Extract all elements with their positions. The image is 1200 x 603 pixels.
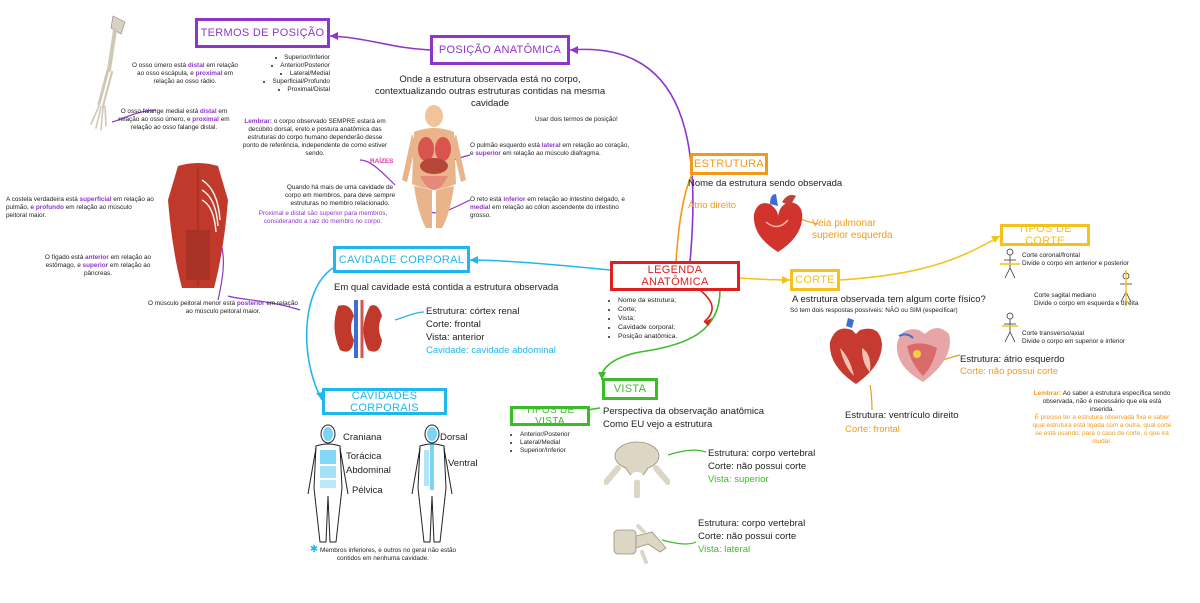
vista-node[interactable]: VISTA	[602, 378, 658, 400]
cavidades-corporais-node[interactable]: CAVIDADES CORPORAIS	[322, 388, 447, 415]
body-cavities-illustration	[307, 424, 453, 543]
cavidade-ex-corte: Corte: frontal	[426, 319, 481, 330]
muscular-torso-illustration	[168, 163, 228, 288]
ex-reto: O reto está inferior em relação ao intes…	[470, 196, 625, 219]
vista-ex1-corte: Corte: não possui corte	[708, 461, 807, 472]
termo-item: Superior/Inferior	[246, 54, 330, 62]
legenda-item: Posição anatômica.	[618, 332, 738, 341]
asterisk-icon: ✱	[309, 544, 319, 555]
posicao-desc: Onde a estrutura observada está no corpo…	[374, 74, 606, 109]
legenda-item: Corte;	[618, 305, 738, 314]
legenda-item: Vista;	[618, 314, 738, 323]
vista-desc-2: Como EU vejo a estrutura	[603, 419, 713, 430]
corte-sub: Só tem dois respostas possíveis: NÃO ou …	[790, 307, 958, 314]
vista-tipo-item: Anterior/Posterior	[520, 431, 610, 439]
lembrar-posicao: Lembrar: o corpo observado SEMPRE estará…	[242, 118, 388, 157]
tipos-vista-node[interactable]: TIPOS DE VISTA	[510, 405, 590, 427]
corte-desc: A estrutura observada tem algum corte fí…	[792, 294, 986, 305]
abdominal-label: Abdominal	[346, 465, 391, 476]
vista-tipo-item: Superior/Inferior	[520, 447, 610, 455]
cavidade-corporal-node[interactable]: CAVIDADE CORPORAL	[333, 246, 470, 273]
vista-tipo-item: Lateral/Medial	[520, 439, 610, 447]
dorsal-label: Dorsal	[440, 432, 468, 443]
kidney-illustration	[334, 300, 382, 358]
termo-item: Proximal/Distal	[246, 86, 330, 94]
raizes-label: RAÍZES	[370, 158, 394, 165]
posicao-note: Usar dois termos de posição!	[535, 116, 618, 123]
proximal-note: Proximal e distal são superior para memb…	[258, 210, 388, 225]
ex-pulmao: O pulmão esquerdo está lateral em relaçã…	[470, 142, 630, 157]
ex-falange: O osso falange medial está distal em rel…	[118, 108, 230, 131]
lembrar-corte: Lembrar: Ao saber a estrutura específica…	[1032, 390, 1172, 445]
ex-costela: A costela verdadeira está superficial em…	[6, 196, 154, 219]
corte-ex2-corte: Corte: frontal	[845, 424, 900, 435]
quando-text: Quando há mais de uma cavidade de corpo …	[284, 184, 396, 207]
cavidade-ex-cavidade: Cavidade: cavidade abdominal	[426, 345, 556, 356]
legenda-anatomica-node[interactable]: LEGENDA ANATÔMICA	[610, 261, 740, 291]
vista-ex2-corte: Corte: não possui corte	[698, 531, 797, 542]
cavidade-desc: Em qual cavidade está contida a estrutur…	[334, 282, 559, 293]
legenda-item: Cavidade corporal;	[618, 323, 738, 332]
posicao-anatomica-node[interactable]: POSIÇÃO ANATÔMICA	[430, 35, 570, 65]
cavidade-ex-vista: Vista: anterior	[426, 332, 485, 343]
vista-ex2-vista: Vista: lateral	[698, 544, 751, 555]
vista-ex2-estrutura: Estrutura: corpo vertebral	[698, 518, 806, 529]
veia-pulmonar-label: Veia pulmonar superior esquerda	[812, 218, 893, 241]
vertebra-superior-illustration	[604, 441, 670, 498]
craniana-label: Craniana	[343, 432, 382, 443]
legenda-item: Nome da estrutura;	[618, 296, 738, 305]
corte-node[interactable]: CORTE	[790, 269, 840, 291]
tipos-vista-items: Anterior/Posterior Lateral/Medial Superi…	[510, 431, 610, 455]
termo-item: Anterior/Posterior	[246, 62, 330, 70]
vertebra-lateral-illustration	[613, 524, 667, 564]
arm-skeleton-illustration	[90, 15, 126, 131]
heart-frontal-illustration	[896, 328, 950, 382]
plane-figures-illustration	[1000, 248, 1132, 343]
heart-section-illustration	[829, 318, 882, 384]
ex-peitoral: O músculo peitoral menor está posterior …	[148, 300, 298, 315]
termo-item: Superficial/Profundo	[246, 78, 330, 86]
heart-illustration	[753, 194, 803, 252]
ex-umero: O osso úmero está distal em relação ao o…	[132, 62, 238, 85]
termo-item: Lateral/Medial	[246, 70, 330, 78]
torso-illustration	[402, 105, 466, 228]
legenda-items: Nome da estrutura; Corte; Vista; Cavidad…	[608, 296, 738, 341]
termos-posicao-node[interactable]: TERMOS DE POSIÇÃO	[195, 18, 330, 48]
ventral-label: Ventral	[448, 458, 478, 469]
tipos-corte-node[interactable]: TIPOS DE CORTE	[1000, 223, 1090, 247]
termos-items: Superior/Inferior Anterior/Posterior Lat…	[246, 54, 330, 94]
estrutura-desc: Nome da estrutura sendo observada	[688, 178, 843, 189]
cavidades-note: ✱ Membros inferiores, e outros no geral …	[309, 544, 457, 563]
estrutura-node[interactable]: ESTRUTURA	[690, 153, 768, 175]
vista-desc-1: Perspectiva da observação anatômica	[603, 406, 765, 417]
pelvica-label: Pélvica	[352, 485, 383, 496]
vista-ex1-vista: Vista: superior	[708, 474, 769, 485]
vista-ex1-estrutura: Estrutura: corpo vertebral	[708, 448, 816, 459]
ex-figado: O fígado está anterior em relação ao est…	[44, 254, 152, 277]
cavidade-ex-estrutura: Estrutura: córtex renal	[426, 306, 520, 317]
corte-ex1-corte: Corte: não possui corte	[960, 366, 1059, 377]
atrio-direito-label: Átrio direito	[688, 200, 737, 211]
corte-ex2-estrutura: Estrutura: ventrículo direito	[845, 410, 959, 421]
toracica-label: Torácica	[346, 451, 382, 462]
corte-ex1-estrutura: Estrutura: átrio esquerdo	[960, 354, 1065, 365]
